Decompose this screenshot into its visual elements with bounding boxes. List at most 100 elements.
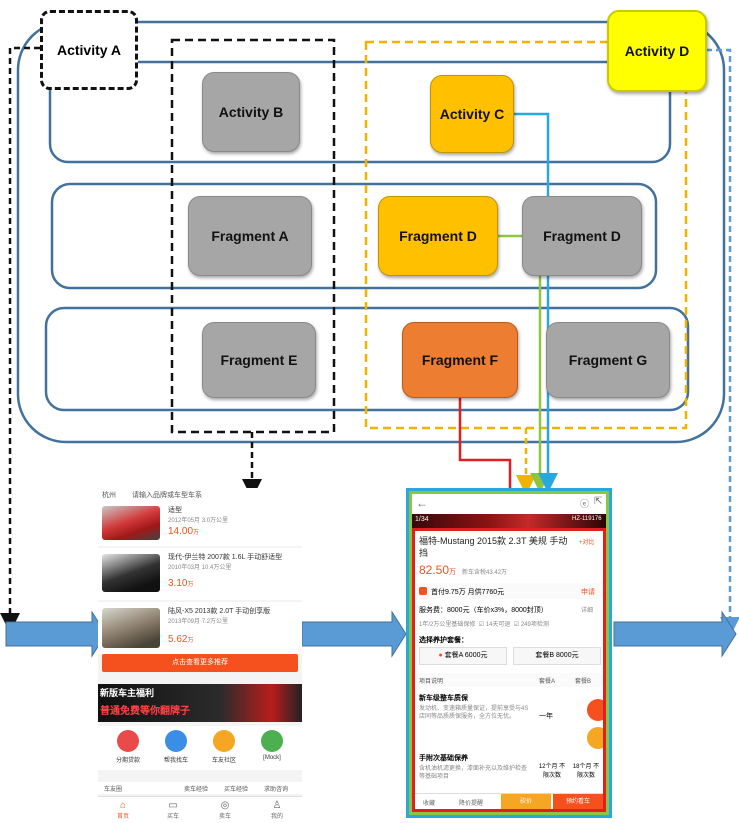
find-car-icon <box>165 730 187 752</box>
tab-buy[interactable]: ▭ 买车 <box>158 800 188 820</box>
car-icon: ▭ <box>168 800 178 811</box>
strip-item[interactable]: 卖车经验 <box>184 787 209 793</box>
search-city[interactable]: 杭州 <box>102 492 116 499</box>
price-alert-button[interactable]: 降价提醒 <box>459 801 484 807</box>
loan-text: 首付9.75万 月供7760元 <box>431 589 505 596</box>
strip-item[interactable]: 求助咨询 <box>264 787 289 793</box>
book-viewing-button[interactable]: 预约看车 <box>553 794 603 809</box>
car-meta: 2010年03月 10.4万公里 <box>168 565 232 571</box>
user-icon: ♙ <box>272 800 282 811</box>
flow-arrow-3 <box>613 610 737 658</box>
check-item: 1年/2万公里基础保修 <box>419 622 476 628</box>
right-app-screenshot: ← ⓔ ⇱ 1/34 HZ-119176 福特-Mustang 2015款 2.… <box>406 488 612 818</box>
strip-item[interactable]: 车友圈 <box>104 787 123 793</box>
detail-price: 82.50 <box>419 563 450 577</box>
activity-row-container <box>48 60 672 164</box>
detail-price-note: 新车含税43.42万 <box>462 570 508 576</box>
service-fee: 服务费：8000元（车价x3%，8000封顶） <box>419 607 548 614</box>
table-header-cell: 项目说明 <box>419 679 444 685</box>
detail-top-bar: ← ⓔ ⇱ <box>412 494 606 514</box>
item1-desc: 发动机、变速箱质量保证，提前享受与4S店同等品质质保服务，全方位无忧。 <box>419 706 529 720</box>
car-title: 适型 <box>168 507 182 514</box>
fragment-d-box-1: Fragment D <box>378 196 498 276</box>
package-a-label: 套餐A 6000元 <box>444 652 488 659</box>
icon-loan[interactable]: 分期贷款 <box>106 730 150 764</box>
plate-label: HZ-119176 <box>572 516 602 522</box>
promo-banner[interactable]: 新版车主福利 普通免费等你翻牌子 <box>98 684 302 722</box>
package-b-option[interactable]: 套餐B 8000元 <box>513 647 601 665</box>
icon-community[interactable]: 车友社区 <box>202 730 246 764</box>
car-meta: 2013年09月 7.2万公里 <box>168 619 229 625</box>
tab-label: 买车 <box>166 814 179 820</box>
icon-label: 分期贷款 <box>115 758 140 764</box>
flow-arrow-2 <box>301 610 407 658</box>
compare-button[interactable]: +对比 <box>579 540 595 546</box>
loan-apply-link[interactable]: 申请 <box>581 589 595 596</box>
item1-title: 新车级整车质保 <box>419 695 468 702</box>
arrow-activity-a <box>0 46 40 633</box>
favorite-button[interactable]: 收藏 <box>423 801 436 807</box>
fragment-a-label: Fragment A <box>211 228 289 244</box>
more-recommend-button[interactable]: 点击查看更多推荐 <box>102 654 298 672</box>
fragment-f-label: Fragment F <box>421 352 499 368</box>
fragment-d-label-1: Fragment D <box>399 228 477 244</box>
fragment-a-box: Fragment A <box>188 196 312 276</box>
icon-find-car[interactable]: 帮我找车 <box>154 730 198 764</box>
activity-c-box: Activity C <box>430 75 514 153</box>
bargain-button[interactable]: 砍价 <box>501 794 551 809</box>
group-b-dashed <box>170 38 336 434</box>
fragment-g-label: Fragment G <box>568 352 648 368</box>
icon-label: 帮我找车 <box>163 758 188 764</box>
service-detail-link[interactable]: 详细 <box>581 608 594 614</box>
fragment-f-highlight: 福特-Mustang 2015款 2.3T 美规 手动挡 +对比 82.50万新… <box>412 528 606 812</box>
car-photo-strip[interactable]: 1/34 HZ-119176 <box>412 514 606 528</box>
loan-row[interactable]: 首付9.75万 月供7760元 申请 <box>415 583 603 599</box>
search-placeholder[interactable]: 请输入品牌或车型车系 <box>131 492 202 499</box>
fragment-d-highlight <box>409 491 609 815</box>
tab-home[interactable]: ⌂首页 <box>108 800 138 820</box>
activity-a-container <box>16 20 726 444</box>
package-a-option[interactable]: ● 套餐A 6000元 <box>419 647 507 665</box>
search-bar[interactable]: 杭州 请输入品牌或车型车系 <box>98 488 302 502</box>
info-icon[interactable]: ⓔ <box>580 499 590 509</box>
car-price: 3.10 <box>168 578 188 589</box>
sell-icon: ◎ <box>220 800 230 811</box>
car-title: 陆风-X5 2013款 2.0T 手动创享版 <box>168 608 271 615</box>
activity-b-label: Activity B <box>218 104 284 120</box>
item2-title: 手附次基础保养 <box>419 755 468 762</box>
activity-b-box: Activity B <box>202 72 300 152</box>
car-price-unit: 万 <box>187 638 194 644</box>
phone-float-icon[interactable] <box>587 699 603 721</box>
strip-item[interactable]: 买车经验 <box>224 787 249 793</box>
car-price-unit: 万 <box>187 582 194 588</box>
flow-arrow-1 <box>5 610 107 658</box>
icon-label: [Mock] <box>263 755 281 761</box>
maintenance-label: 选择养护套餐： <box>419 637 468 644</box>
activity-a-label: Activity A <box>56 42 122 58</box>
activity-a-box: Activity A <box>40 10 138 90</box>
back-arrow-icon[interactable]: ← <box>416 496 428 510</box>
car-price: 14.00 <box>168 526 194 537</box>
car-list-item-2[interactable]: 现代-伊兰特 2007款 1.6L 手动舒适型 2010年03月 10.4万公里… <box>98 548 302 600</box>
table-header-cell: 套餐B <box>575 679 592 685</box>
car-list-item-3[interactable]: 陆风-X5 2013款 2.0T 手动创享版 2013年09月 7.2万公里 5… <box>98 602 302 654</box>
quick-icons: 分期贷款 帮我找车 车友社区 [Mock] <box>98 726 302 770</box>
chat-float-icon[interactable] <box>587 727 603 749</box>
fragment-row-1-container <box>50 182 658 290</box>
banner-subtitle: 普通免费等你翻牌子 <box>100 706 190 717</box>
car-list-item-1[interactable]: 适型 2012年05月 3.0万公里 14.00万 <box>98 502 302 546</box>
check-item: 249项检测 <box>520 622 549 628</box>
fragment-e-label: Fragment E <box>220 352 298 368</box>
tab-mine[interactable]: ♙ 我的 <box>262 800 292 820</box>
community-icon <box>213 730 235 752</box>
photo-counter: 1/34 <box>415 516 429 523</box>
activity-d-label: Activity D <box>624 43 690 59</box>
icon-mock[interactable]: [Mock] <box>250 730 294 761</box>
left-app-screenshot: 杭州 请输入品牌或车型车系 适型 2012年05月 3.0万公里 14.00万 … <box>98 488 302 820</box>
car-price: 5.62 <box>168 634 188 645</box>
share-icon[interactable]: ⇱ <box>594 496 603 507</box>
car-title: 现代-伊兰特 2007款 1.6L 手动舒适型 <box>168 554 283 561</box>
community-strip: 车友圈 卖车经验 买车经验 求助咨询 <box>98 782 302 794</box>
tab-label: 我的 <box>270 814 283 820</box>
tab-sell[interactable]: ◎卖车 <box>210 800 240 820</box>
